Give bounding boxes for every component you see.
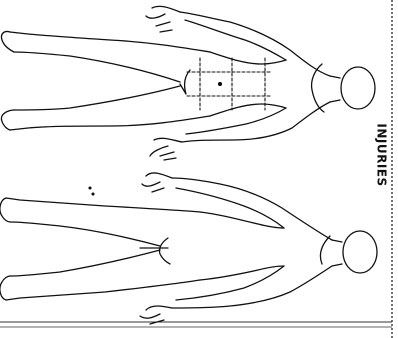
front-chest-line: [312, 64, 324, 112]
back-left-hand: [142, 173, 172, 192]
back-right-arm-outer: [172, 266, 332, 308]
back-body-figure: [0, 173, 377, 324]
back-left-foot: [0, 198, 10, 222]
back-right-leg-outer: [6, 280, 200, 300]
back-mark-1: [89, 187, 91, 189]
front-left-leg-inner: [14, 52, 180, 82]
front-right-arm-outer: [182, 102, 330, 142]
back-right-leg-inner: [10, 250, 160, 276]
front-left-foot: [1, 31, 14, 52]
front-body-figure: [1, 6, 375, 160]
back-left-arm-inner: [176, 188, 284, 228]
back-mark-2: [92, 193, 94, 195]
front-navel: [219, 83, 222, 86]
back-left-leg-outer: [6, 198, 200, 212]
back-buttocks-line: [159, 238, 170, 264]
front-groin: [180, 70, 190, 94]
front-left-arm-inner: [185, 20, 286, 60]
back-right-arm-inner: [176, 266, 284, 300]
back-shoulder-line: [320, 236, 330, 264]
front-right-hand: [150, 138, 182, 160]
front-left-hand: [146, 6, 180, 32]
back-head: [343, 231, 377, 273]
back-left-leg-inner: [10, 222, 160, 246]
form-title-text: INJURIES: [375, 123, 389, 186]
front-right-leg-outer: [10, 116, 210, 130]
back-right-hand: [140, 306, 172, 324]
front-neck: [330, 76, 340, 102]
abdominal-quadrant-grid: [186, 58, 270, 110]
front-right-leg-inner: [14, 86, 180, 110]
front-right-arm-inner: [186, 108, 286, 134]
back-torso-right-side: [200, 266, 284, 280]
back-torso-left-side: [200, 212, 284, 228]
back-neck: [332, 240, 342, 266]
front-left-leg-outer: [10, 32, 210, 52]
form-title: INJURIES: [368, 100, 396, 210]
back-right-foot: [0, 276, 10, 300]
front-right-foot: [1, 110, 14, 130]
